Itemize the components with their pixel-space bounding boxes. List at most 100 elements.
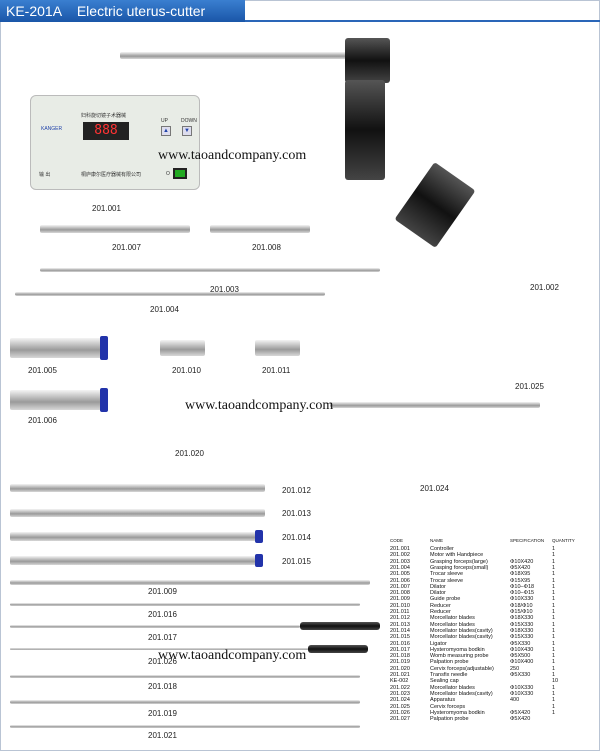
cell-name: Dilator [430,590,446,597]
cell-specification: Φ5X330 [510,672,531,678]
cell-code: 201.007 [390,583,410,590]
part-label: 201.016 [148,610,177,619]
cell-quantity: 1 [552,646,556,653]
cell-specification: Φ18X330 [510,627,534,634]
cell-quantity: 1 [552,640,556,647]
cell-name: Trocar sleeve [430,577,464,584]
cell-specification: Φ10–Φ18 [510,583,535,590]
part-label: 201.001 [92,204,121,213]
cell-code: 201.013 [390,621,410,628]
cell-quantity: 1 [552,609,556,615]
part-label: 201.024 [420,484,449,493]
cell-quantity: 1 [552,602,556,609]
cell-name: Morcellator blades [430,615,475,622]
cell-code: 201.024 [390,697,410,704]
cell-code: KE-002 [390,678,409,685]
cell-name: Grasping forceps(small) [430,564,489,571]
part-label: 201.009 [148,587,177,596]
part-label: 201.002 [530,283,559,292]
cell-specification: Φ18/Φ10 [510,602,533,609]
cell-code: 201.017 [390,646,410,653]
cell-name: Palpation probe [430,716,469,723]
cell-name: Morcellator blades [430,684,475,691]
watermark: www.taoandcompany.com [185,398,334,413]
cell-code: 201.001 [390,546,410,552]
cell-quantity: 1 [552,546,556,552]
cell-quantity: 10 [552,678,559,685]
cell-name: Apparatus [430,697,456,704]
cell-code: 201.015 [390,634,410,641]
cell-specification: Φ10–Φ15 [510,590,535,597]
cell-name: Sealing cap [430,678,459,685]
cell-quantity: 1 [552,659,556,666]
switch-off-label: O [166,171,170,177]
cell-specification: Φ10X330 [510,690,534,697]
header-specification: SPECIFICATION [510,538,545,543]
cell-name: Trocar sleeve [430,571,464,578]
cell-quantity: 1 [552,590,556,597]
cell-code: 201.002 [390,552,410,559]
cell-name: Reducer [430,602,451,609]
cell-name: Hysteromyoma bodkin [430,646,485,653]
part-label: 201.011 [262,366,291,375]
power-switch [173,168,187,179]
cell-quantity: 1 [552,665,556,672]
cell-code: 201.005 [390,571,410,578]
cell-code: 201.012 [390,615,410,622]
cell-quantity: 1 [552,577,556,584]
cell-specification: Φ5X420 [510,564,531,571]
cell-name: Ligator [430,640,447,647]
cell-quantity: 1 [552,684,556,691]
title-bar: KE-201A Electric uterus-cutter [0,0,245,22]
cell-quantity: 1 [552,571,556,578]
down-label: DOWN [181,118,197,124]
maker-text: 桐庐康尔医疗器械有限公司 [81,172,142,178]
part-label: 201.013 [282,509,311,518]
controller-image: 妇科旋切镜子术器械 KANGER 888 UP DOWN ▲ ▼ 输 出 桐庐康… [30,95,200,190]
cell-code: 201.018 [390,653,410,660]
cell-quantity: 1 [552,690,556,697]
cell-quantity: 1 [552,564,556,571]
cell-name: Cervix forceps(adjustable) [430,665,494,672]
cell-code: 201.004 [390,564,410,571]
cell-code: 201.020 [390,665,410,672]
cell-quantity: 1 [552,583,556,590]
cell-name: Morcellator blades(cavity) [430,690,493,697]
watermark: www.taoandcompany.com [158,148,307,163]
cell-code: 201.027 [390,716,410,723]
cell-code: 201.022 [390,684,410,691]
cell-name: Womb measuring probe [430,653,489,660]
part-label: 201.026 [148,657,177,666]
part-label: 201.004 [150,305,179,314]
cell-quantity: 1 [552,621,556,628]
part-label: 201.003 [210,285,239,294]
cell-specification: Φ5X330 [510,640,531,647]
up-label: UP [161,118,168,124]
cell-code: 201.011 [390,609,410,615]
cell-specification: Φ5X420 [510,716,531,723]
cell-code: 201.008 [390,590,410,597]
watermark: www.taoandcompany.com [158,648,307,663]
cell-code: 201.019 [390,659,410,666]
cell-specification: Φ15X95 [510,577,531,584]
product-name: Electric uterus-cutter [76,3,206,19]
cell-quantity: 1 [552,558,556,565]
cell-name: Hysteromyoma bodkin [430,709,485,716]
part-label: 201.006 [28,416,57,425]
cell-specification: Φ18X95 [510,571,531,578]
cell-name: Morcellator blades(cavity) [430,634,493,641]
model-code: KE-201A [6,3,62,19]
cell-name: Motor with Handpiece [430,552,484,559]
cell-code: 201.014 [390,627,410,634]
cell-specification: 250 [510,665,520,672]
controller-display: 888 [83,122,129,140]
cell-quantity: 1 [552,703,556,710]
cell-quantity: 1 [552,552,556,559]
cell-code: 201.010 [390,602,410,609]
cell-specification: Φ15X330 [510,634,534,641]
brand-logo: KANGER [41,126,63,132]
cell-code: 201.009 [390,596,410,603]
cell-quantity: 1 [552,634,556,641]
cell-quantity: 1 [552,596,556,603]
cell-code: 201.003 [390,558,410,565]
